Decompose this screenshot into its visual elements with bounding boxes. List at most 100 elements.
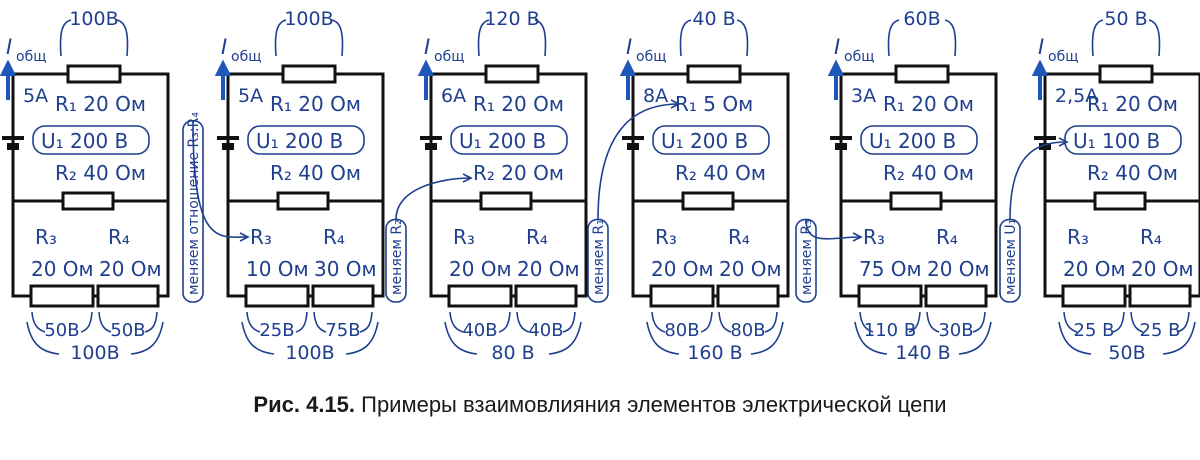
resistor-r4 <box>1128 284 1192 308</box>
r3-voltage-bracket <box>651 311 713 333</box>
r3-voltage-label: 25 В <box>1074 320 1115 341</box>
i-total-symbol: I <box>221 35 227 59</box>
current-arrow-icon <box>827 59 845 100</box>
pointer-arrowhead-icon <box>852 232 863 242</box>
r1-label: R₁ 20 Ом <box>270 92 361 116</box>
battery-plus-plate <box>1034 136 1056 140</box>
resistor-r3 <box>857 284 923 308</box>
r1-voltage-label: 100В <box>69 8 118 30</box>
total-current-value: 2,5A <box>1055 85 1098 107</box>
resistor-r2 <box>479 191 533 211</box>
circuit-wire <box>226 72 385 298</box>
u1-highlight-box <box>32 125 150 155</box>
battery-minus-plate <box>222 143 234 150</box>
resistor-r3 <box>447 284 513 308</box>
r1-label: R₁ 5 Ом <box>675 92 753 116</box>
resistor-r2 <box>1093 191 1147 211</box>
r4-voltage-bracket <box>718 311 778 333</box>
r2-label: R₂ 40 Ом <box>1087 161 1178 185</box>
i-total-symbol: I <box>6 35 12 59</box>
resistor-r2 <box>681 191 735 211</box>
r3-voltage-bracket <box>246 311 308 333</box>
resistor-r4 <box>96 284 160 308</box>
r2-label: R₂ 40 Ом <box>55 161 146 185</box>
r4-value: 20 Ом <box>99 257 162 281</box>
parallel-voltage-label: 160 В <box>687 342 742 364</box>
r2-label: R₂ 40 Ом <box>883 161 974 185</box>
r3-value: 20 Ом <box>449 257 512 281</box>
r1-label: R₁ 20 Ом <box>1087 92 1178 116</box>
circuit-wire <box>631 72 790 298</box>
resistor-r4 <box>311 284 375 308</box>
resistor-r3 <box>649 284 715 308</box>
battery-minus-plate <box>835 143 847 150</box>
r3-value: 20 Ом <box>31 257 94 281</box>
r3-voltage-bracket <box>1063 311 1125 333</box>
r3-voltage-label: 40В <box>462 320 497 341</box>
u1-label: U₁ 100 В <box>1073 129 1160 153</box>
i-total-subscript: общ <box>844 49 874 65</box>
r3-value: 20 Ом <box>651 257 714 281</box>
top-voltage-bracket <box>59 19 129 57</box>
u1-label: U₁ 200 В <box>661 129 748 153</box>
total-current-value: 5A <box>23 85 48 107</box>
resistor-r1 <box>894 64 950 84</box>
u1-label: U₁ 200 В <box>256 129 343 153</box>
i-total-symbol: I <box>1038 35 1044 59</box>
figure-caption: Рис. 4.15. Примеры взаимовлияния элемент… <box>0 392 1200 418</box>
total-current-value: 8A <box>643 85 668 107</box>
r3-voltage-bracket <box>859 311 921 333</box>
r4-value: 20 Ом <box>517 257 580 281</box>
battery-plus-plate <box>420 136 442 140</box>
current-arrow-icon <box>619 59 637 100</box>
total-voltage-bracket <box>241 321 379 355</box>
i-total-subscript: общ <box>434 49 464 65</box>
r4-voltage-label: 50В <box>110 320 145 341</box>
circuit-wire <box>839 72 998 298</box>
r4-value: 30 Ом <box>314 257 377 281</box>
top-voltage-bracket <box>1091 19 1161 57</box>
r4-voltage-label: 80В <box>730 320 765 341</box>
u1-highlight-box <box>652 125 770 155</box>
change-note-pointer <box>395 177 472 220</box>
resistor-r3 <box>1061 284 1127 308</box>
r4-voltage-label: 25 В <box>1140 320 1181 341</box>
top-voltage-bracket <box>274 19 344 57</box>
r3-symbol: R₃ <box>863 225 885 249</box>
resistor-r3 <box>244 284 310 308</box>
r3-value: 20 Ом <box>1063 257 1126 281</box>
r4-symbol: R₄ <box>526 225 548 249</box>
parallel-voltage-label: 50В <box>1108 342 1145 364</box>
caption-text: Примеры взаимовлияния элементов электрич… <box>355 392 947 417</box>
r4-voltage-bracket <box>516 311 576 333</box>
total-current-value: 3A <box>851 85 876 107</box>
r2-label: R₂ 40 Ом <box>270 161 361 185</box>
circuit-wire <box>11 72 170 298</box>
r2-label: R₂ 20 Ом <box>473 161 564 185</box>
r4-voltage-bracket <box>926 311 986 333</box>
r2-label: R₂ 40 Ом <box>675 161 766 185</box>
resistor-r4 <box>924 284 988 308</box>
change-note-pointer <box>805 219 862 240</box>
u1-label: U₁ 200 В <box>41 129 128 153</box>
u1-highlight-box <box>1064 125 1182 155</box>
parallel-voltage-label: 100В <box>70 342 119 364</box>
caption-label: Рис. 4.15. <box>253 392 356 417</box>
resistor-r4 <box>716 284 780 308</box>
i-total-symbol: I <box>834 35 840 59</box>
change-note-pointer <box>192 120 249 238</box>
resistor-r4 <box>514 284 578 308</box>
current-arrow-icon <box>417 59 435 100</box>
change-note-text: меняем R₂ <box>389 219 405 295</box>
r3-symbol: R₃ <box>655 225 677 249</box>
pointer-arrowhead-icon <box>1058 137 1069 147</box>
r3-value: 75 Ом <box>859 257 922 281</box>
r3-voltage-label: 25В <box>259 320 294 341</box>
r4-symbol: R₄ <box>323 225 345 249</box>
parallel-voltage-label: 140 В <box>895 342 950 364</box>
r4-symbol: R₄ <box>1140 225 1162 249</box>
